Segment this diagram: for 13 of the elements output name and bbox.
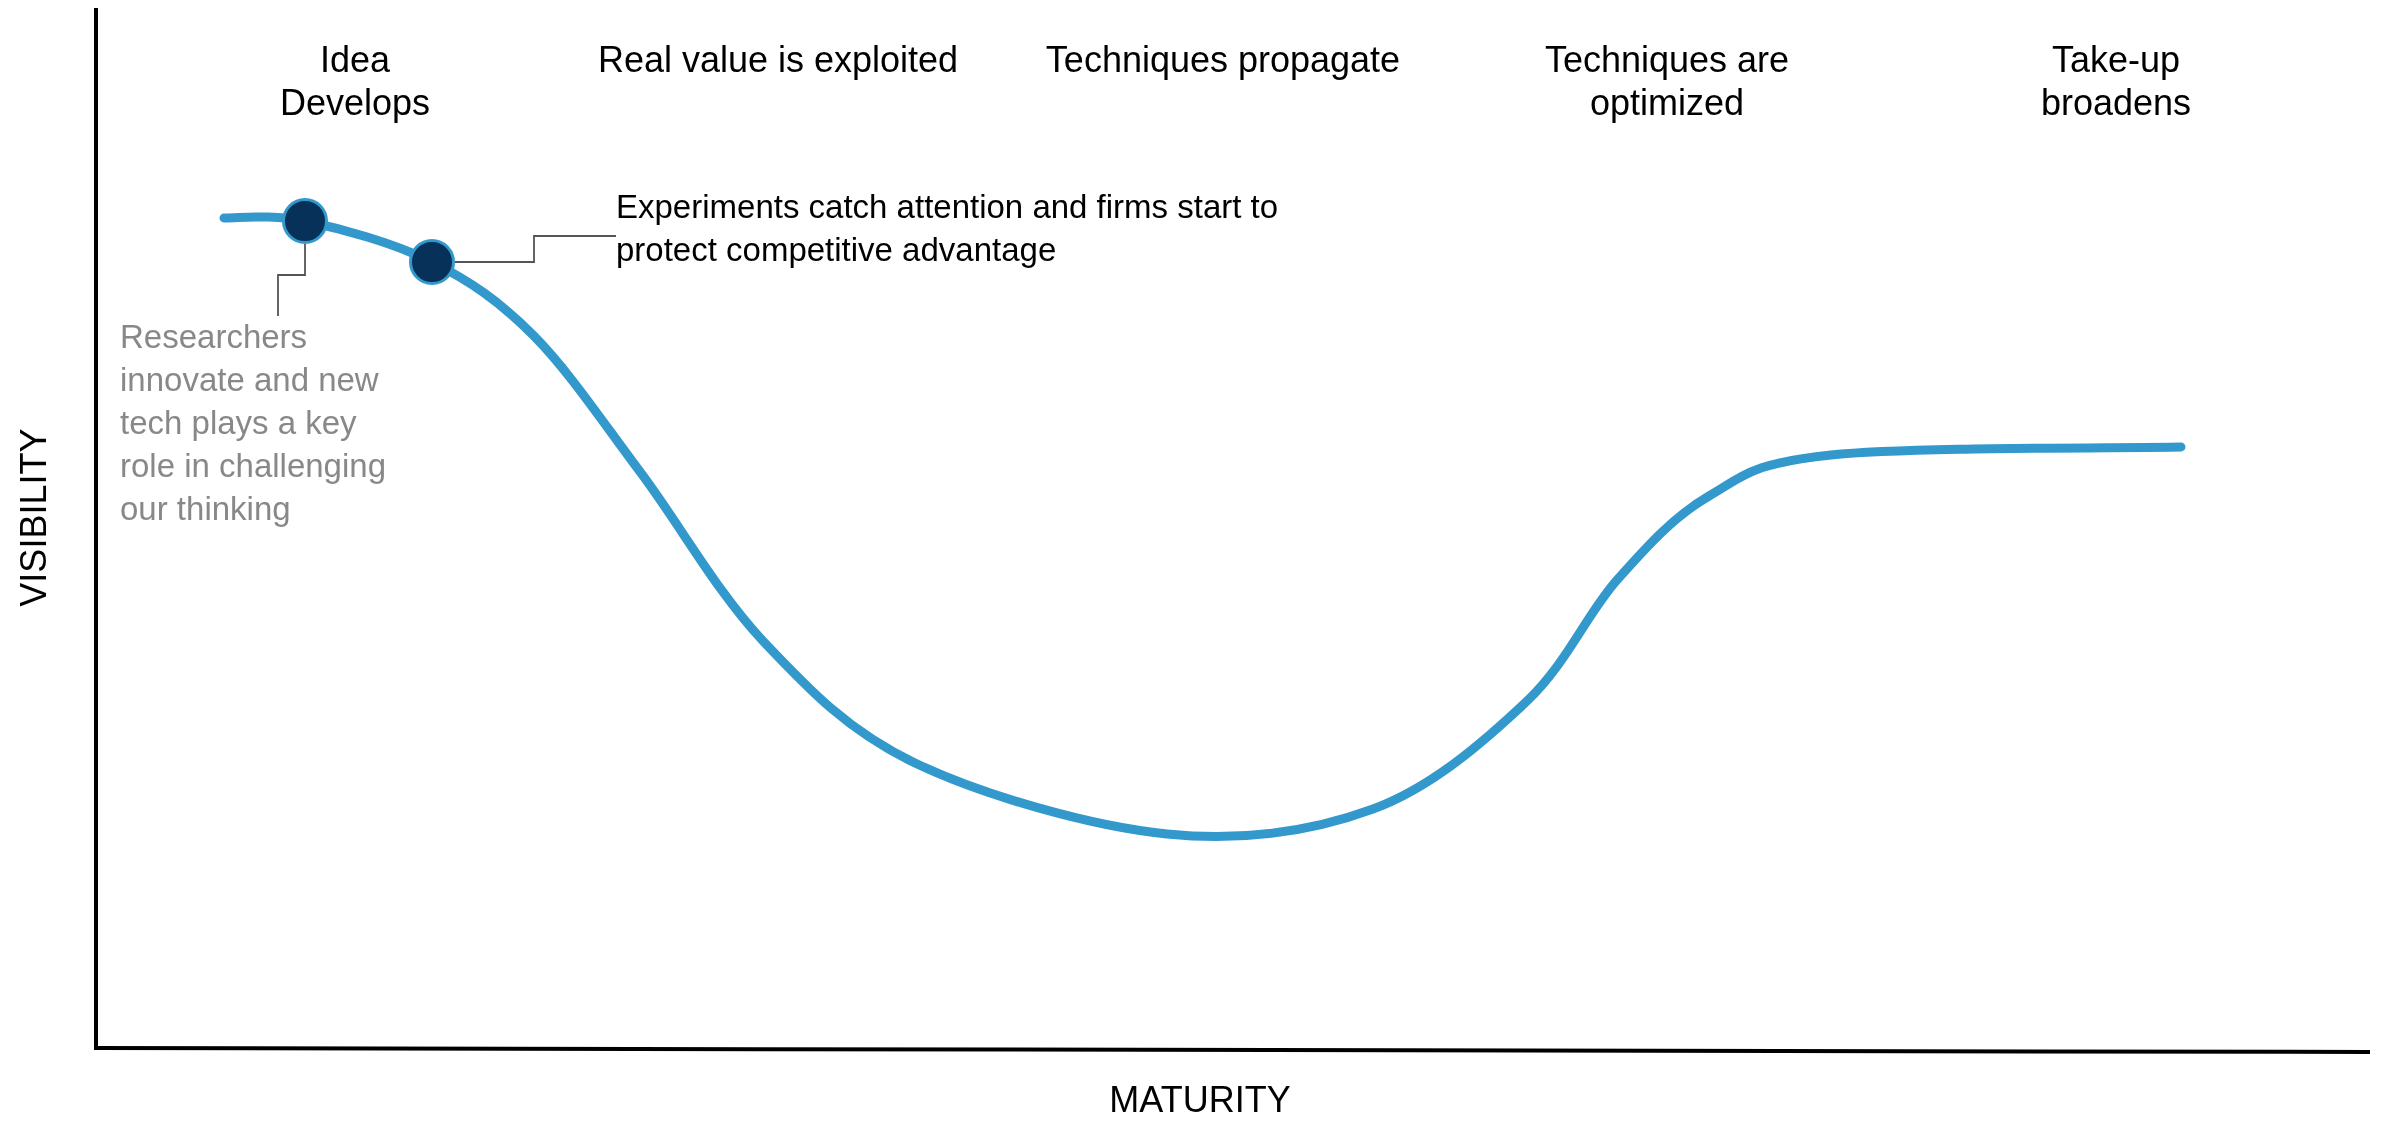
leader-line — [454, 235, 617, 263]
annotation-text: Experiments catch attention and firms start to protect competitive advantage — [616, 186, 1356, 272]
milestone-dot — [282, 198, 328, 244]
phase-label: Techniques are optimized — [1543, 38, 1791, 125]
milestone-dot — [409, 239, 455, 285]
phase-label: Idea Develops — [278, 38, 432, 125]
axis-title: VISIBILITY — [12, 427, 56, 609]
annotation-text: Researchers innovate and new tech plays a key role in challenging our thinking — [120, 316, 420, 531]
axis-title: MATURITY — [1108, 1078, 1292, 1122]
phase-label: Real value is exploited — [596, 38, 960, 82]
phase-label: Techniques propagate — [1044, 38, 1402, 82]
phase-label: Take-up broadens — [2039, 38, 2193, 125]
leader-line — [277, 243, 306, 317]
